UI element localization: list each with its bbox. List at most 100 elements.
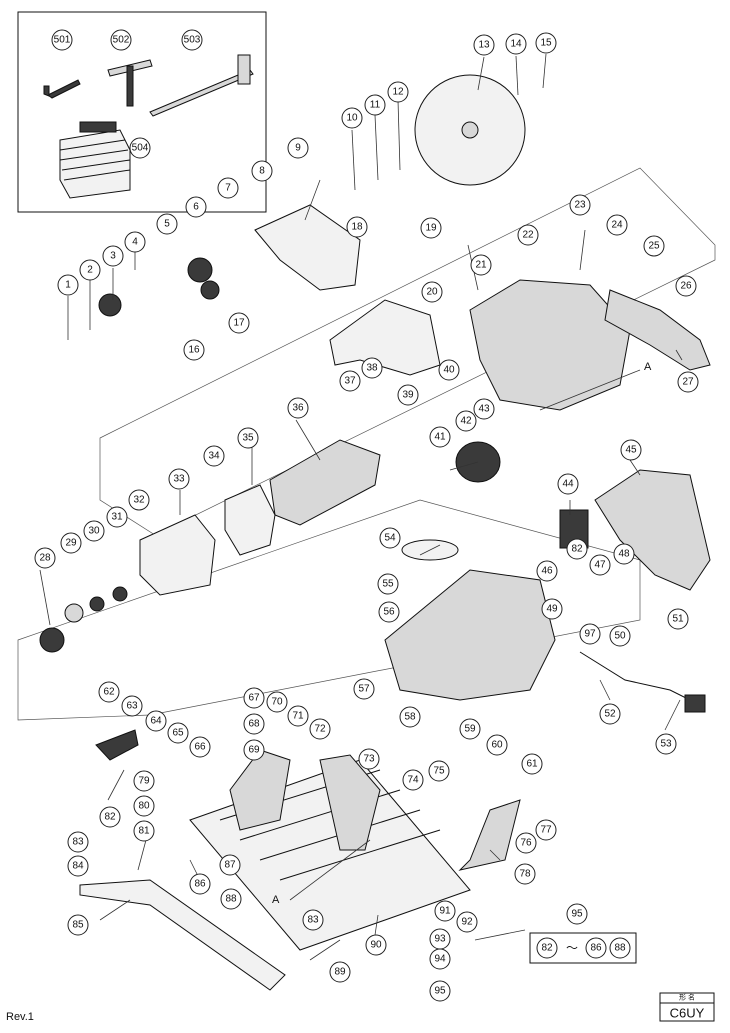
part-callout-91-label: 91 (439, 906, 451, 917)
part-callout-39-label: 39 (402, 390, 414, 401)
part-callout-82: 82 (99, 806, 121, 828)
gear-housing (469, 279, 631, 411)
part-callout-22: 22 (517, 224, 539, 246)
part-callout-15: 15 (535, 32, 557, 54)
part-callout-55-label: 55 (382, 579, 394, 590)
part-callout-61-label: 61 (526, 759, 538, 770)
part-callout-67-label: 67 (248, 693, 260, 704)
part-callout-73-label: 73 (363, 754, 375, 765)
gear-assembly (98, 257, 220, 317)
part-callout-12: 12 (387, 81, 409, 103)
part-callout-14: 14 (505, 33, 527, 55)
part-callout-74-label: 74 (407, 775, 419, 786)
part-callout-13-label: 13 (478, 40, 490, 51)
accessory-frame (17, 11, 267, 213)
depth-guide (319, 754, 381, 851)
part-callout-44: 44 (557, 473, 579, 495)
part-callout-20-label: 20 (426, 287, 438, 298)
part-callout-82-b-label: 82 (571, 544, 583, 555)
part-callout-39: 39 (397, 384, 419, 406)
part-callout-78-label: 78 (519, 869, 531, 880)
part-callout-65-label: 65 (172, 728, 184, 739)
part-callout-9-label: 9 (295, 143, 301, 154)
part-callout-35: 35 (237, 427, 259, 449)
part-callout-11: 11 (364, 94, 386, 116)
part-callout-73: 73 (358, 748, 380, 770)
part-callout-79-label: 79 (138, 776, 150, 787)
part-callout-34: 34 (203, 445, 225, 467)
part-callout-68-label: 68 (248, 719, 260, 730)
part-callout-41: 41 (429, 426, 451, 448)
part-callout-54: 54 (379, 527, 401, 549)
accessory-guide-rule (149, 54, 254, 117)
part-callout-14-label: 14 (510, 39, 522, 50)
part-callout-82-b: 82 (566, 538, 588, 560)
part-callout-11-label: 11 (370, 100, 381, 111)
part-callout-82-label: 82 (104, 812, 116, 823)
part-callout-33: 33 (168, 468, 190, 490)
part-callout-8-label: 8 (259, 166, 265, 177)
part-callout-95: 95 (429, 980, 451, 1002)
part-callout-49: 49 (541, 598, 563, 620)
part-callout-26: 26 (675, 275, 697, 297)
part-callout-4: 4 (124, 231, 146, 253)
stator (139, 514, 216, 596)
part-callout-12-label: 12 (392, 87, 404, 98)
part-callout-6-label: 6 (193, 202, 199, 213)
part-callout-66: 66 (189, 736, 211, 758)
part-callout-1: 1 (57, 274, 79, 296)
part-callout-81: 81 (133, 820, 155, 842)
part-callout-43: 43 (473, 398, 495, 420)
part-callout-27: 27 (677, 371, 699, 393)
part-callout-3-label: 3 (110, 251, 116, 262)
part-callout-1-label: 1 (65, 280, 71, 291)
part-callout-32: 32 (128, 489, 150, 511)
part-callout-25: 25 (643, 235, 665, 257)
part-callout-92: 92 (456, 911, 478, 933)
motor-housing (384, 569, 556, 701)
part-callout-68: 68 (243, 713, 265, 735)
part-callout-57-label: 57 (358, 684, 370, 695)
part-callout-35-label: 35 (242, 433, 254, 444)
accessory-t-wrench (107, 59, 153, 107)
part-callout-77-label: 77 (540, 825, 552, 836)
part-callout-7: 7 (217, 177, 239, 199)
part-callout-77: 77 (535, 819, 557, 841)
part-callout-89: 89 (329, 961, 351, 983)
part-callout-18: 18 (346, 216, 368, 238)
part-callout-57: 57 (353, 678, 375, 700)
part-callout-83-b: 83 (302, 909, 324, 931)
part-callout-44-label: 44 (562, 479, 574, 490)
front-handle (329, 299, 441, 376)
part-callout-75-label: 75 (433, 766, 445, 777)
part-callout-70: 70 (266, 691, 288, 713)
marker-a-lower: A (272, 894, 280, 906)
part-callout-50-label: 50 (614, 631, 626, 642)
part-callout-59: 59 (459, 718, 481, 740)
part-callout-47: 47 (589, 554, 611, 576)
part-callout-27-label: 27 (682, 377, 694, 388)
accessory-callout-503-label: 503 (184, 35, 201, 46)
part-callout-25-label: 25 (648, 241, 660, 252)
part-callout-45: 45 (620, 439, 642, 461)
part-callout-53: 53 (655, 733, 677, 755)
part-callout-76-label: 76 (520, 838, 532, 849)
part-callout-2-label: 2 (87, 265, 93, 276)
part-callout-65: 65 (167, 722, 189, 744)
set-label-range-start: 82 (541, 943, 553, 954)
part-callout-38: 38 (361, 357, 383, 379)
part-callout-87: 87 (219, 854, 241, 876)
part-callout-76: 76 (515, 832, 537, 854)
part-callout-74: 74 (402, 769, 424, 791)
part-callout-23: 23 (569, 194, 591, 216)
part-callout-32-label: 32 (133, 495, 145, 506)
part-callout-5: 5 (156, 213, 178, 235)
set-label: 95 82 〜 86 88 (529, 903, 637, 964)
crescent-guide (458, 799, 521, 871)
part-callout-5-label: 5 (164, 219, 170, 230)
part-callout-40: 40 (438, 359, 460, 381)
part-callout-24: 24 (606, 214, 628, 236)
part-callout-59-label: 59 (464, 724, 476, 735)
accessory-callout-501-label: 501 (54, 35, 71, 46)
part-callout-93-label: 93 (434, 934, 446, 945)
